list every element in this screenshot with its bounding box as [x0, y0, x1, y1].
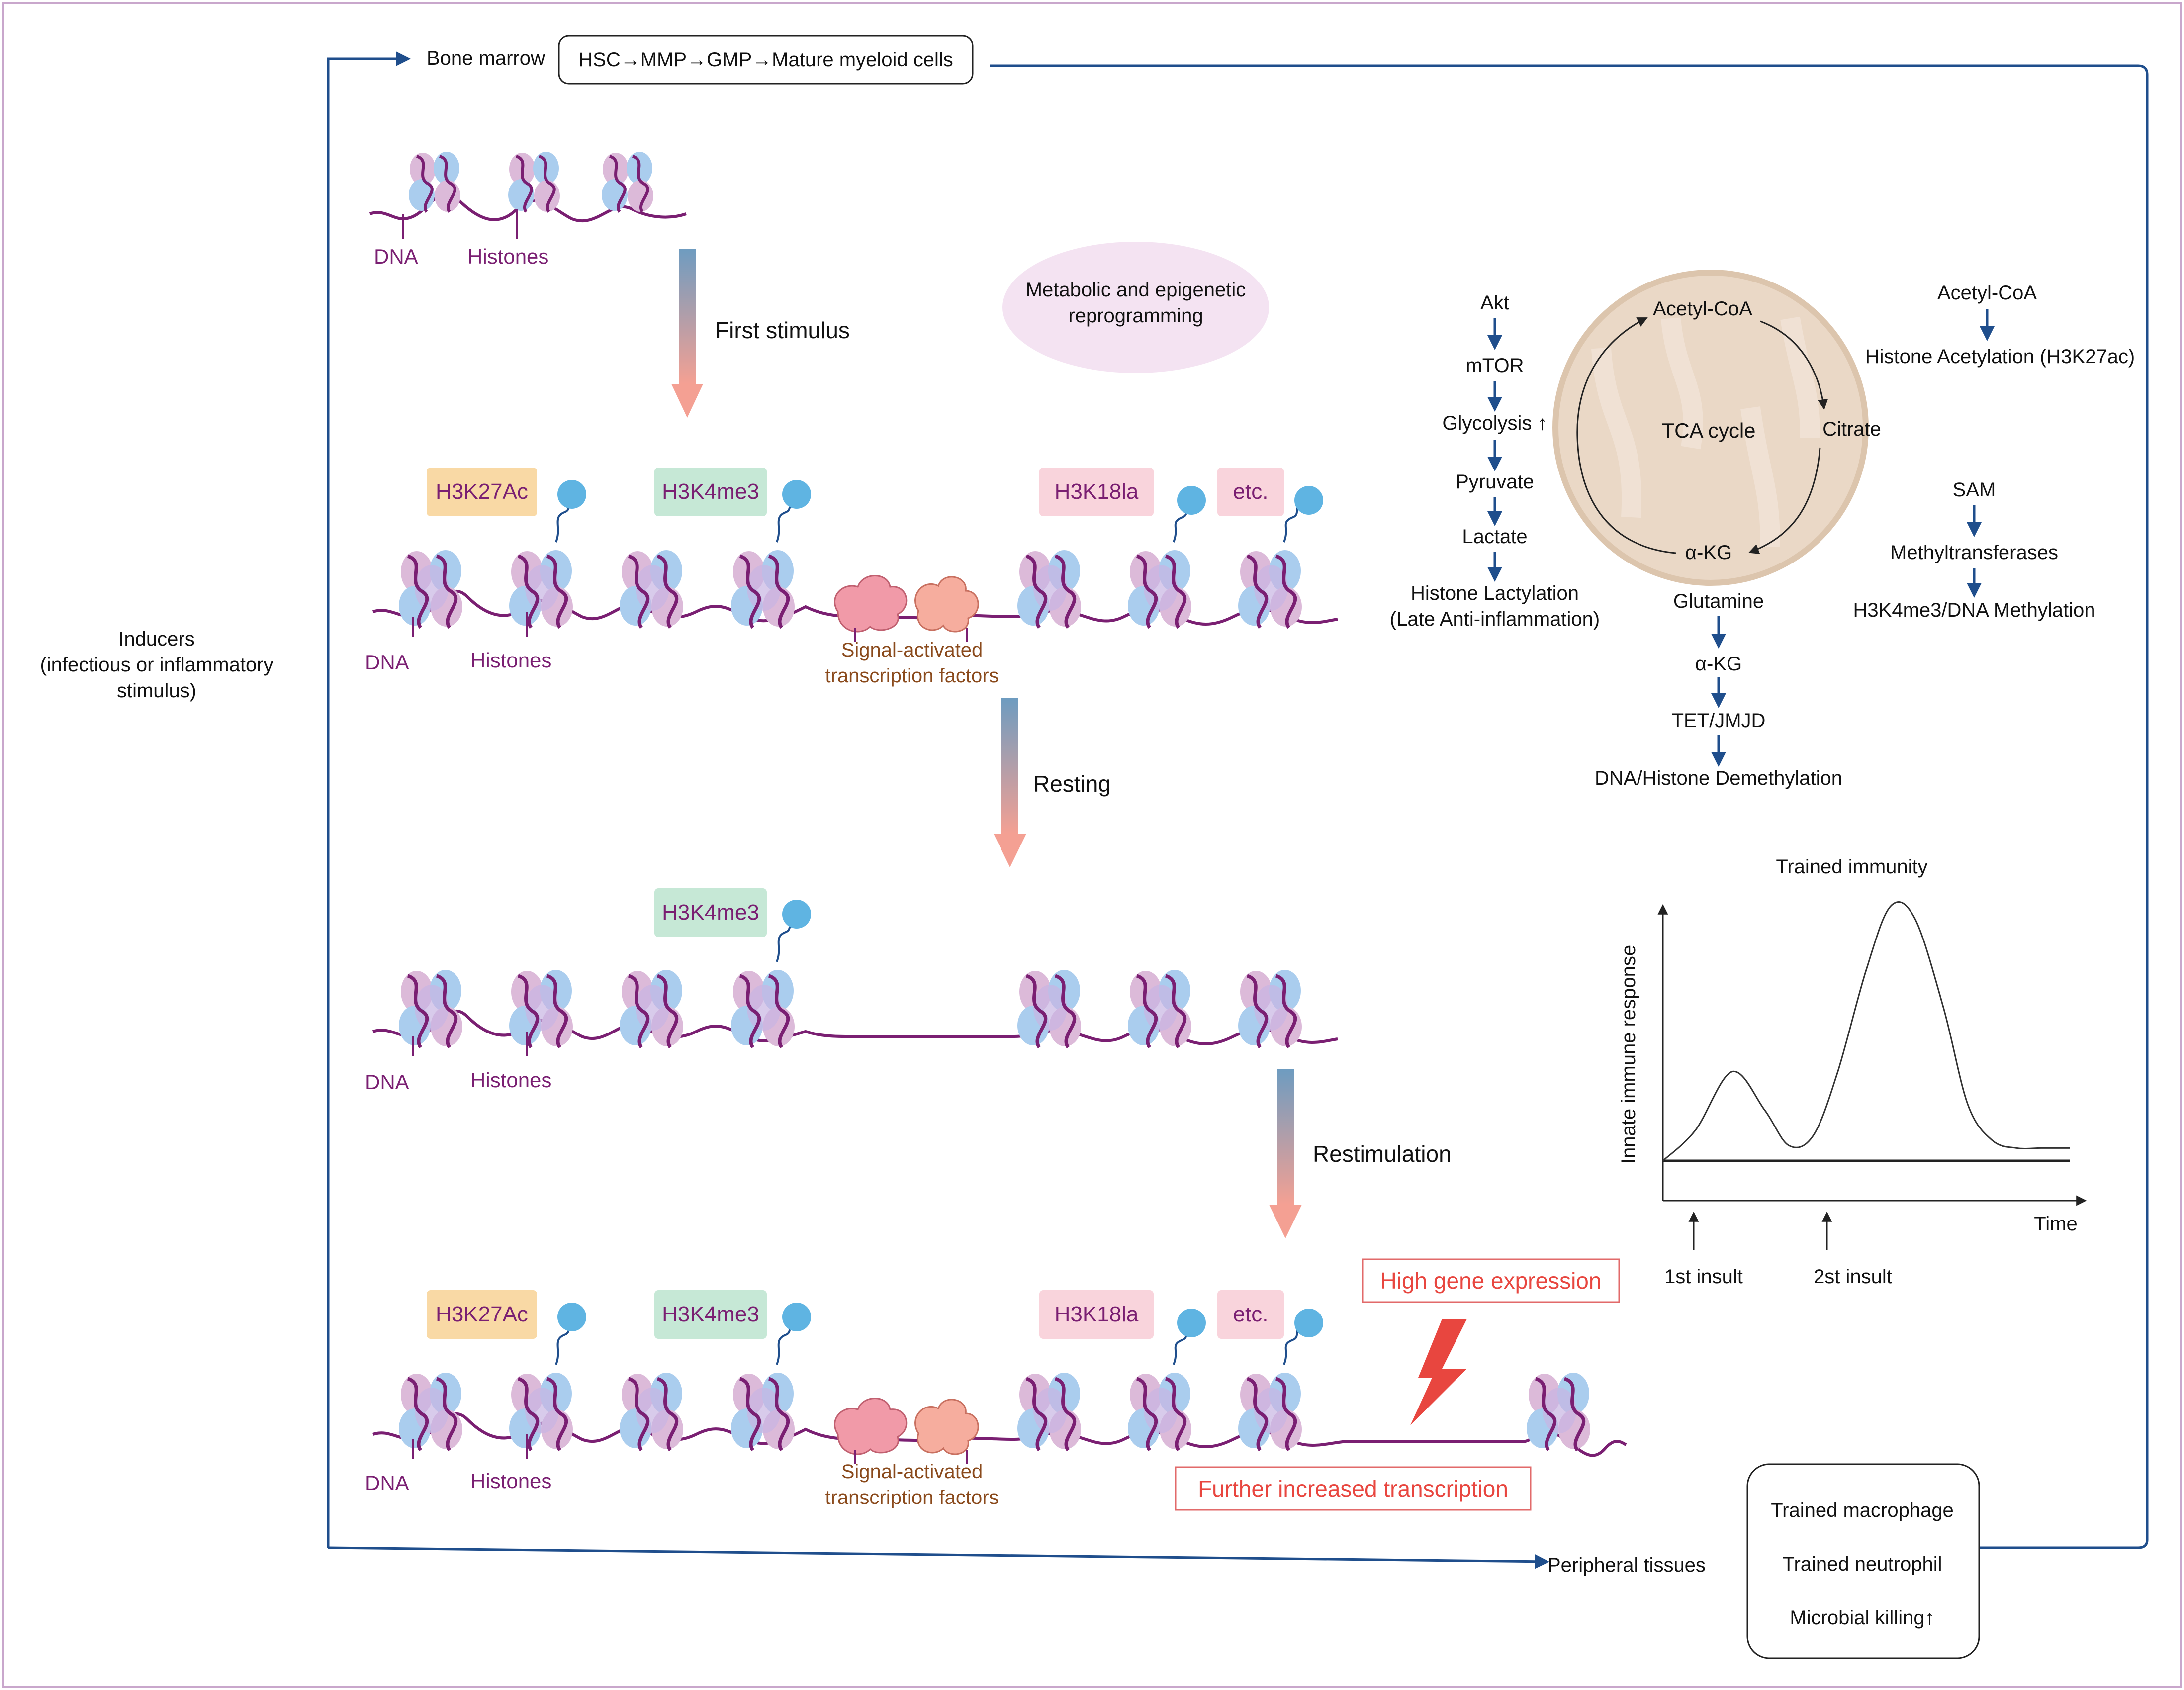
chromatin-row-3	[372, 900, 1338, 1056]
svg-text:SAM: SAM	[1953, 479, 1996, 501]
resting-arrow	[994, 698, 1026, 867]
reprogramming-line2: reprogramming	[1068, 305, 1203, 327]
first-stimulus-label: First stimulus	[715, 317, 850, 343]
dna-label: DNA	[365, 1471, 409, 1495]
bottom-chain: Glutamine α-KG TET/JMJD DNA/Histone Deme…	[1595, 590, 1842, 789]
svg-text:Further increased transcriptio: Further increased transcription	[1198, 1476, 1508, 1502]
svg-text:(Late Anti-inflammation): (Late Anti-inflammation)	[1390, 608, 1600, 630]
svg-text:Akt: Akt	[1480, 292, 1509, 314]
chromatin-row-4	[372, 1303, 1627, 1464]
svg-text:stimulus): stimulus)	[117, 680, 196, 702]
chart-title: Trained immunity	[1776, 856, 1927, 878]
svg-text:Histone Acetylation (H3K27ac): Histone Acetylation (H3K27ac)	[1865, 346, 2135, 368]
reprogramming-bubble	[1002, 242, 1269, 373]
mark-h3k4me3: H3K4me3	[654, 1290, 767, 1339]
mark-h3k27ac: H3K27Ac	[427, 468, 537, 516]
svg-text:High gene expression: High gene expression	[1380, 1268, 1602, 1294]
dna-label: DNA	[374, 245, 418, 268]
mark-h3k18la: H3K18la	[1039, 468, 1154, 516]
tf-label-line1: Signal-activated	[841, 639, 983, 661]
insult-1-label: 1st insult	[1664, 1266, 1743, 1288]
svg-text:H3K27Ac: H3K27Ac	[436, 479, 528, 504]
high-expression-box: High gene expression	[1362, 1258, 1620, 1303]
svg-text:Acetyl-CoA: Acetyl-CoA	[1937, 282, 2037, 304]
svg-text:α-KG: α-KG	[1695, 653, 1742, 675]
further-transcription-box: Further increased transcription	[1175, 1466, 1532, 1511]
histones-label: Histones	[470, 649, 551, 672]
mark-etc: etc.	[1217, 1290, 1284, 1339]
dna-label: DNA	[365, 651, 409, 674]
lightning-icon	[1410, 1319, 1467, 1425]
tca-akg: α-KG	[1685, 542, 1732, 563]
restimulation-label: Restimulation	[1313, 1141, 1452, 1167]
svg-text:etc.: etc.	[1233, 1302, 1269, 1326]
histones-label: Histones	[467, 245, 548, 268]
svg-text:H3K4me3: H3K4me3	[662, 900, 759, 925]
tf-label-line1: Signal-activated	[841, 1461, 983, 1483]
svg-text:H3K4me3: H3K4me3	[662, 479, 759, 504]
mark-etc: etc.	[1217, 468, 1284, 516]
trained-neutrophil-label: Trained neutrophil	[1783, 1553, 1942, 1575]
svg-text:etc.: etc.	[1233, 479, 1269, 504]
lineage-box	[558, 35, 974, 85]
svg-text:Lactate: Lactate	[1462, 526, 1527, 548]
histones-label: Histones	[470, 1068, 551, 1092]
histones-label: Histones	[470, 1469, 551, 1493]
bone-marrow-label: Bone marrow	[427, 47, 545, 69]
trained-immunity-chart: Trained immunity Innate immune response …	[1618, 856, 2087, 1288]
restimulation-arrow	[1269, 1069, 1302, 1238]
svg-text:DNA/Histone Demethylation: DNA/Histone Demethylation	[1595, 767, 1842, 789]
right-top-chain: Acetyl-CoA Histone Acetylation (H3K27ac)	[1865, 282, 2135, 368]
svg-text:TET/JMJD: TET/JMJD	[1672, 710, 1766, 732]
series-line	[1662, 901, 2070, 1162]
mark-h3k4me3: H3K4me3	[654, 468, 767, 516]
left-chain: Akt mTOR Glycolysis ↑ Pyruvate Lactate H…	[1390, 292, 1600, 630]
reprogramming-line1: Metabolic and epigenetic	[1026, 279, 1246, 301]
svg-text:mTOR: mTOR	[1465, 355, 1524, 376]
x-axis-label: Time	[2034, 1213, 2077, 1235]
insult-2-label: 2st insult	[1814, 1266, 1892, 1288]
right-bottom-chain: SAM Methyltransferases H3K4me3/DNA Methy…	[1853, 479, 2095, 621]
tca-center-label: TCA cycle	[1661, 419, 1755, 442]
svg-text:Glycolysis ↑: Glycolysis ↑	[1442, 412, 1547, 434]
first-stimulus-arrow	[671, 249, 703, 418]
svg-text:Pyruvate: Pyruvate	[1456, 471, 1534, 493]
svg-text:Glutamine: Glutamine	[1673, 590, 1764, 612]
tf-label-line2: transcription factors	[825, 1487, 999, 1508]
svg-text:Methyltransferases: Methyltransferases	[1890, 542, 2058, 563]
trained-cells-box	[1746, 1463, 1980, 1659]
cycle-loop	[327, 51, 2149, 1569]
chromatin-row-1	[369, 152, 687, 239]
microbial-killing-label: Microbial killing↑	[1790, 1607, 1934, 1629]
svg-text:H3K18la: H3K18la	[1055, 479, 1139, 504]
tca-acetyl-coa: Acetyl-CoA	[1653, 298, 1752, 320]
svg-text:H3K27Ac: H3K27Ac	[436, 1302, 528, 1326]
trained-macrophage-label: Trained macrophage	[1771, 1500, 1954, 1521]
tca-cycle-mitochondrion	[1552, 270, 1869, 586]
lineage-label: HSC→MMP→GMP→Mature myeloid cells	[578, 49, 953, 71]
chromatin-row-2	[372, 480, 1338, 642]
peripheral-label: Peripheral tissues	[1547, 1554, 1706, 1576]
svg-text:H3K4me3/DNA Methylation: H3K4me3/DNA Methylation	[1853, 599, 2095, 621]
resting-label: Resting	[1033, 771, 1111, 797]
tf-label-line2: transcription factors	[825, 665, 999, 687]
inducers-label: Inducers (infectious or inflammatory sti…	[40, 628, 273, 702]
dna-label: DNA	[365, 1070, 409, 1094]
mark-h3k4me3: H3K4me3	[654, 888, 767, 937]
mark-h3k18la: H3K18la	[1039, 1290, 1154, 1339]
tca-citrate: Citrate	[1822, 418, 1881, 440]
mark-h3k27ac: H3K27Ac	[427, 1290, 537, 1339]
svg-text:Inducers: Inducers	[118, 628, 194, 650]
svg-text:(infectious or inflammatory: (infectious or inflammatory	[40, 654, 273, 676]
svg-text:Histone Lactylation: Histone Lactylation	[1411, 582, 1579, 604]
svg-text:H3K4me3: H3K4me3	[662, 1302, 759, 1326]
y-axis-label: Innate immune response	[1618, 945, 1639, 1164]
svg-text:H3K18la: H3K18la	[1055, 1302, 1139, 1326]
